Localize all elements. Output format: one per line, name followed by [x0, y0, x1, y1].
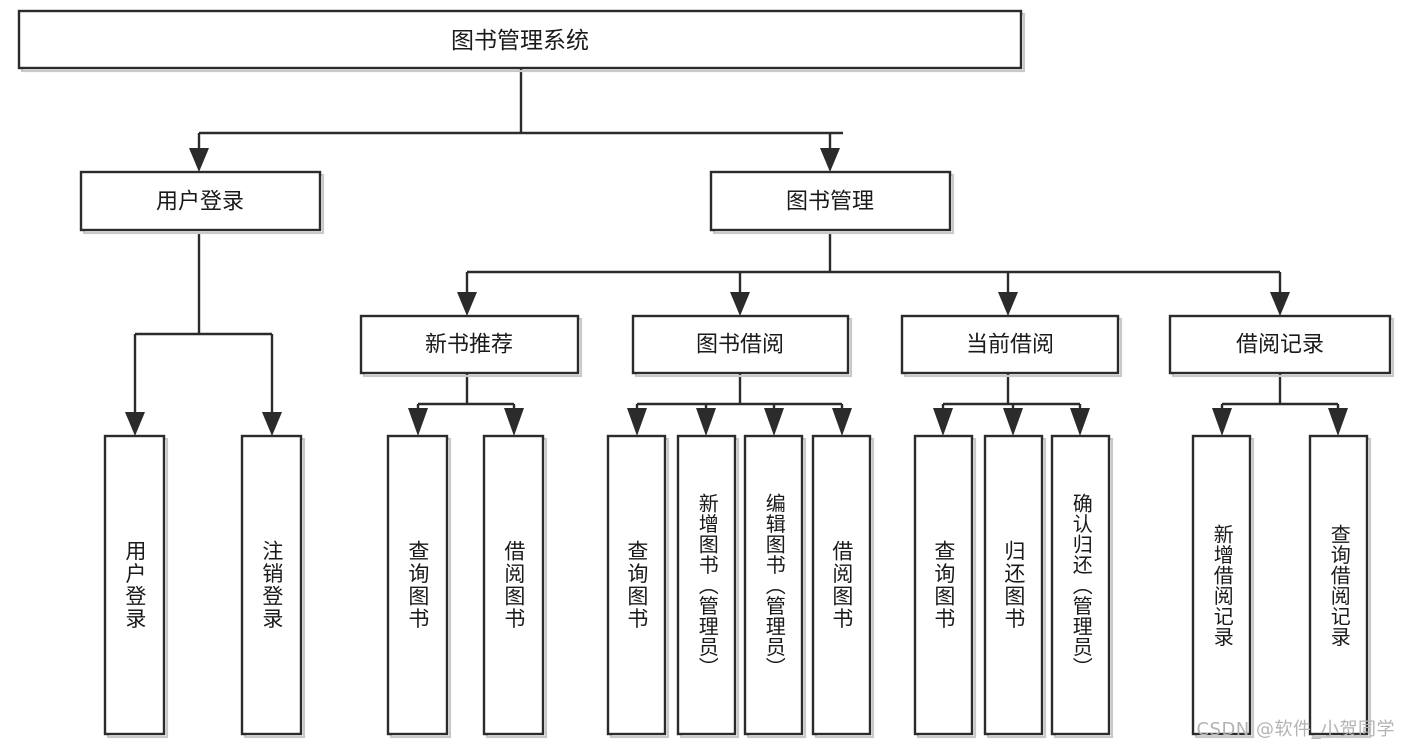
node-current-borrow[interactable]: 当前借阅: [900, 314, 1123, 378]
node-book-borrow[interactable]: 图书借阅: [631, 314, 853, 378]
arrow-to-leaf-add-book: [696, 408, 716, 436]
arrow-to-leaf-query-book-1: [408, 408, 428, 436]
node-box: [900, 314, 1120, 375]
node-leaf-user-login[interactable]: [103, 434, 169, 739]
node-box: [79, 170, 322, 232]
node-label: 新书推荐: [425, 333, 513, 358]
node-leaf-logout-login[interactable]: [240, 434, 306, 739]
node-leaf-edit-book[interactable]: [743, 434, 807, 739]
node-leaf-query-book-2[interactable]: [606, 434, 670, 739]
node-leaf-borrow-book-2[interactable]: [811, 434, 875, 739]
arrow-to-leaf-edit-book: [764, 408, 784, 436]
node-leaf-borrow-book-1[interactable]: [482, 434, 548, 739]
node-box: [913, 434, 974, 736]
node-new-book-recommend[interactable]: 新书推荐: [359, 314, 583, 378]
node-box: [676, 434, 737, 736]
arrow-to-userlogin: [189, 148, 209, 172]
arrow-to-leaf-borrow-book-1: [504, 408, 524, 436]
arrow-to-leaf-add-record: [1212, 408, 1232, 436]
node-label: 图书借阅: [696, 333, 784, 358]
node-label: 用户登录: [156, 190, 244, 215]
node-label: 当前借阅: [966, 333, 1054, 358]
arrow-to-leaf-borrow-book-2: [832, 408, 852, 436]
node-box: [240, 434, 303, 736]
node-box: [606, 434, 667, 736]
node-leaf-query-book-1[interactable]: [386, 434, 452, 739]
node-borrow-record[interactable]: 借阅记录: [1168, 314, 1395, 378]
arrow-to-borrowrecord: [1270, 292, 1290, 316]
node-leaf-query-record[interactable]: [1308, 434, 1372, 739]
arrow-to-leaf-user-login: [125, 412, 145, 436]
arrow-to-bookmanage: [820, 148, 840, 172]
node-box: [1191, 434, 1252, 736]
node-box: [17, 9, 1023, 70]
arrow-to-currentborrow: [998, 292, 1018, 316]
node-box: [811, 434, 872, 736]
csdn-watermark: CSDN @软件_小贺同学: [1196, 719, 1395, 740]
arrowheads-layer: [125, 148, 1348, 436]
nodes-layer: 图书管理系统 用户登录 图书管理 新书推荐: [17, 9, 1395, 739]
arrow-to-leaf-query-record: [1328, 408, 1348, 436]
node-label: 图书管理系统: [451, 28, 589, 54]
node-box: [983, 434, 1044, 736]
node-leaf-add-book[interactable]: [676, 434, 740, 739]
node-box: [1308, 434, 1369, 736]
arrow-to-leaf-return-book: [1003, 408, 1023, 436]
node-leaf-add-record[interactable]: [1191, 434, 1255, 739]
node-box: [1050, 434, 1111, 736]
node-user-login[interactable]: 用户登录: [79, 170, 325, 235]
arrow-to-leaf-query-book-2: [627, 408, 647, 436]
node-leaf-query-book-3[interactable]: [913, 434, 977, 739]
arrow-to-recommend: [457, 292, 477, 316]
arrow-to-leaf-query-book-3: [933, 408, 953, 436]
arrow-to-leaf-confirm-return: [1070, 408, 1090, 436]
node-label: 图书管理: [786, 190, 874, 215]
arrow-to-bookborrow: [730, 292, 750, 316]
node-book-management-system[interactable]: 图书管理系统: [17, 9, 1026, 73]
node-leaf-return-book[interactable]: [983, 434, 1047, 739]
node-box: [103, 434, 166, 736]
arrow-to-leaf-logout-login: [262, 412, 282, 436]
node-box: [743, 434, 804, 736]
node-box: [631, 314, 850, 375]
node-box: [1168, 314, 1392, 375]
node-box: [709, 170, 952, 232]
node-label: 借阅记录: [1236, 333, 1324, 358]
node-book-manage[interactable]: 图书管理: [709, 170, 955, 235]
node-box: [359, 314, 580, 375]
node-box: [482, 434, 545, 736]
node-leaf-confirm-return[interactable]: [1050, 434, 1114, 739]
node-box: [386, 434, 449, 736]
